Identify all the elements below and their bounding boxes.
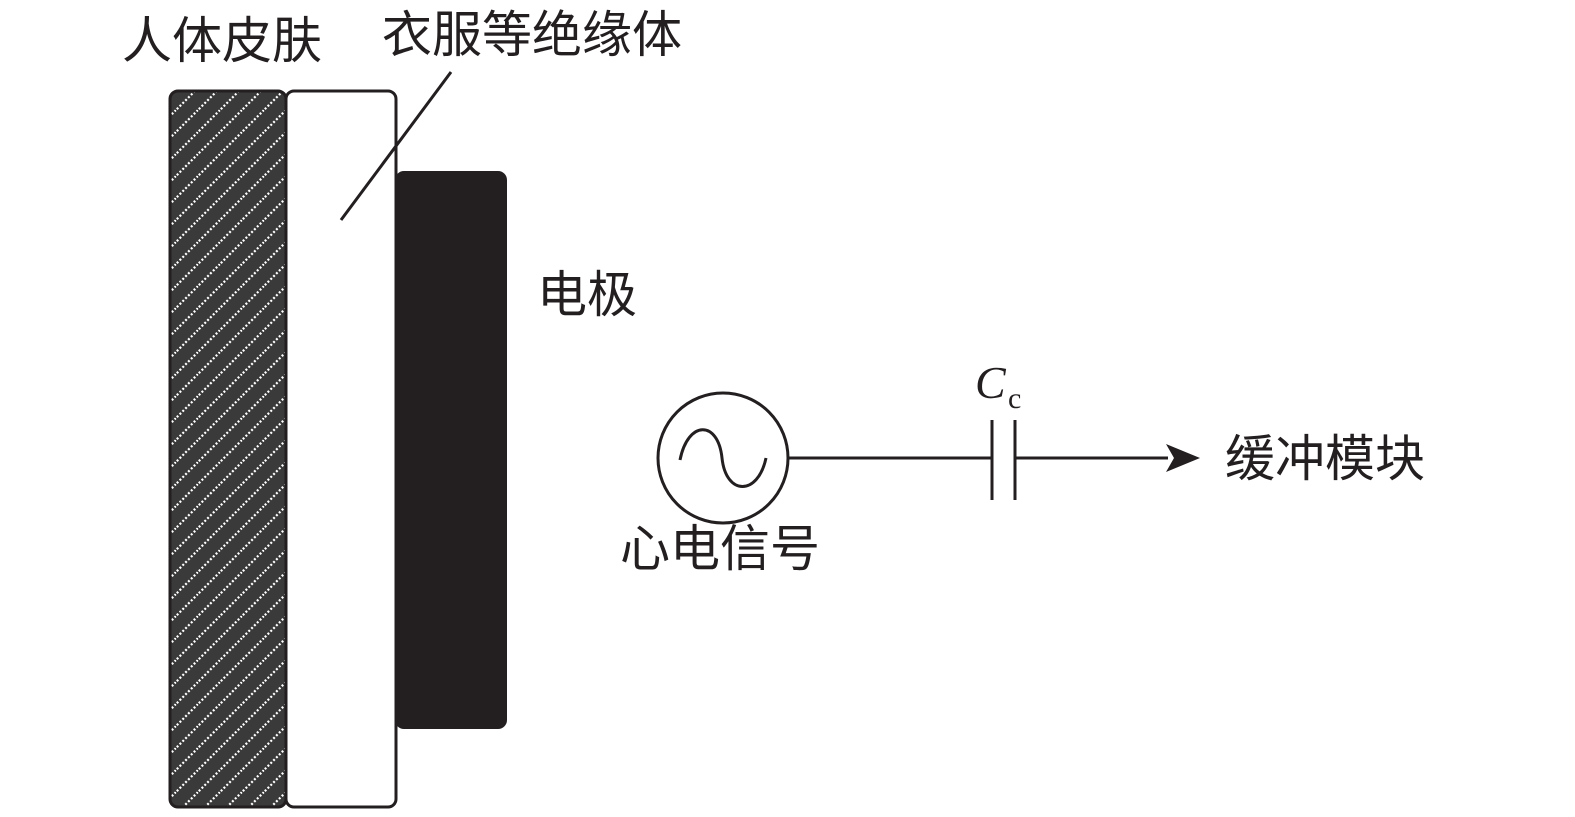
- ecg-signal-label: 心电信号: [620, 520, 820, 578]
- electrode-label: 电极: [537, 266, 637, 324]
- insulator-layer: [284, 89, 398, 809]
- capacitor-label: C: [975, 357, 1007, 408]
- capacitor-icon: [990, 420, 1017, 500]
- insulator-label: 衣服等绝缘体: [382, 6, 682, 64]
- insulator-leader-line: [339, 71, 453, 221]
- ac-source-icon: [656, 391, 790, 525]
- electrode-plate: [395, 171, 507, 729]
- capacitor-subscript: c: [1008, 382, 1021, 415]
- skin-layer: [168, 89, 288, 809]
- buffer-module-label: 缓冲模块: [1225, 430, 1425, 488]
- skin-label: 人体皮肤: [122, 12, 322, 70]
- arrow-right-icon: [1166, 444, 1200, 472]
